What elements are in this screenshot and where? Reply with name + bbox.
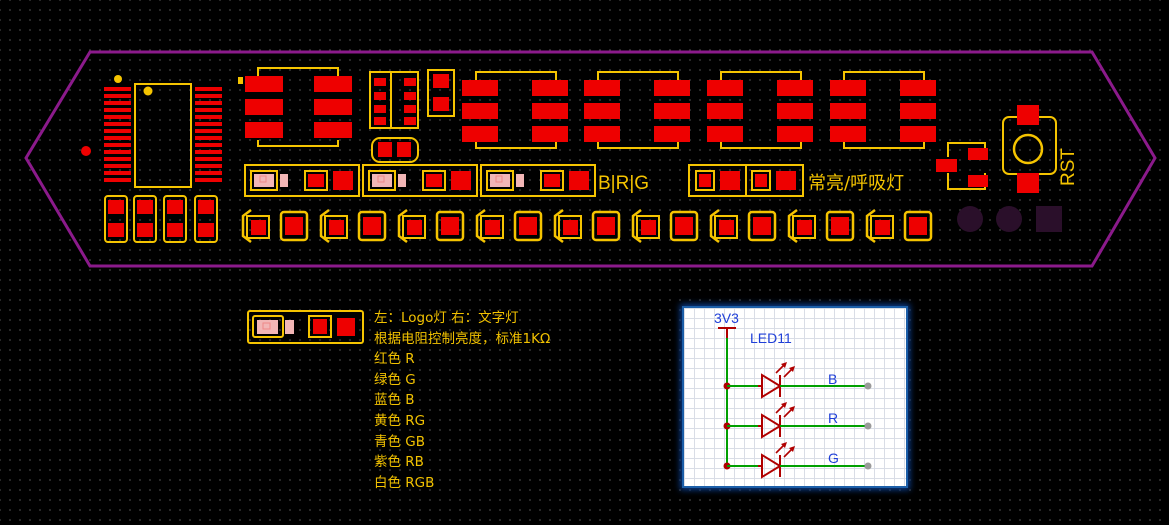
legend-led-footprint <box>247 310 364 344</box>
mounting-hole <box>996 206 1022 232</box>
note-line: 根据电阻控制亮度，标准1KΩ <box>374 330 551 347</box>
led-resistor-block[interactable] <box>480 164 596 197</box>
net-label-b: B <box>828 371 837 387</box>
note-line: 红色 R <box>374 351 415 368</box>
led-footprint[interactable] <box>241 209 309 243</box>
pcb-board: B|R|G 常亮/呼吸灯 RST <box>24 50 1157 268</box>
led-color-notes: 左：Logo灯 右：文字灯 根据电阻控制亮度，标准1KΩ 红色 R 绿色 G 蓝… <box>374 308 550 493</box>
resistor-pack[interactable] <box>369 71 419 129</box>
mounting-hole <box>957 206 983 232</box>
schematic-inset[interactable]: 3V3 LED11 B R G <box>682 306 908 488</box>
label-rst: RST <box>1058 148 1079 186</box>
led-footprint[interactable] <box>865 209 933 243</box>
led-driver-component[interactable] <box>707 71 813 149</box>
note-line: 绿色 G <box>374 371 416 388</box>
resistor-vertical[interactable] <box>427 69 455 117</box>
transistor-component[interactable] <box>936 142 988 190</box>
led-resistor-block[interactable] <box>362 164 478 197</box>
mounting-hole-square <box>1036 206 1062 232</box>
schematic-led <box>723 402 872 439</box>
fiducial-pad <box>81 146 91 156</box>
led-footprint[interactable] <box>631 209 699 243</box>
net-label-r: R <box>828 410 838 426</box>
note-line: 黄色 RG <box>374 412 426 429</box>
label-brg: B|R|G <box>598 173 649 194</box>
led-footprint[interactable] <box>553 209 621 243</box>
led-driver-component[interactable] <box>462 71 568 149</box>
board-outline <box>24 50 1157 268</box>
note-line: 紫色 RB <box>374 454 424 471</box>
led-driver-component[interactable] <box>830 71 936 149</box>
schematic-drawing: 3V3 LED11 B R G <box>714 310 872 479</box>
note-line: 青色 GB <box>374 433 426 450</box>
led-footprint[interactable] <box>397 209 465 243</box>
crystal-component[interactable] <box>238 67 352 147</box>
reset-button[interactable] <box>1002 105 1057 193</box>
capacitor-small[interactable] <box>371 137 419 163</box>
led-resistor-block[interactable] <box>244 164 360 197</box>
resistor-array-left[interactable] <box>104 195 218 243</box>
schematic-led <box>723 442 872 479</box>
note-line: 白色 RGB <box>374 474 435 491</box>
net-label-g: G <box>828 450 839 466</box>
note-line: 左：Logo灯 右：文字灯 <box>374 310 519 326</box>
led-driver-component[interactable] <box>584 71 690 149</box>
schematic-part-label: LED11 <box>750 330 792 346</box>
note-line: 蓝色 B <box>374 392 415 409</box>
led-footprint[interactable] <box>475 209 543 243</box>
label-mode: 常亮/呼吸灯 <box>808 173 904 194</box>
led-footprint[interactable] <box>319 209 387 243</box>
schematic-power-label: 3V3 <box>714 310 739 326</box>
led-footprint[interactable] <box>787 209 855 243</box>
led-footprint[interactable] <box>709 209 777 243</box>
schematic-led <box>723 362 872 399</box>
chip-u1[interactable] <box>104 75 222 188</box>
mode-select-pads[interactable] <box>688 164 804 197</box>
